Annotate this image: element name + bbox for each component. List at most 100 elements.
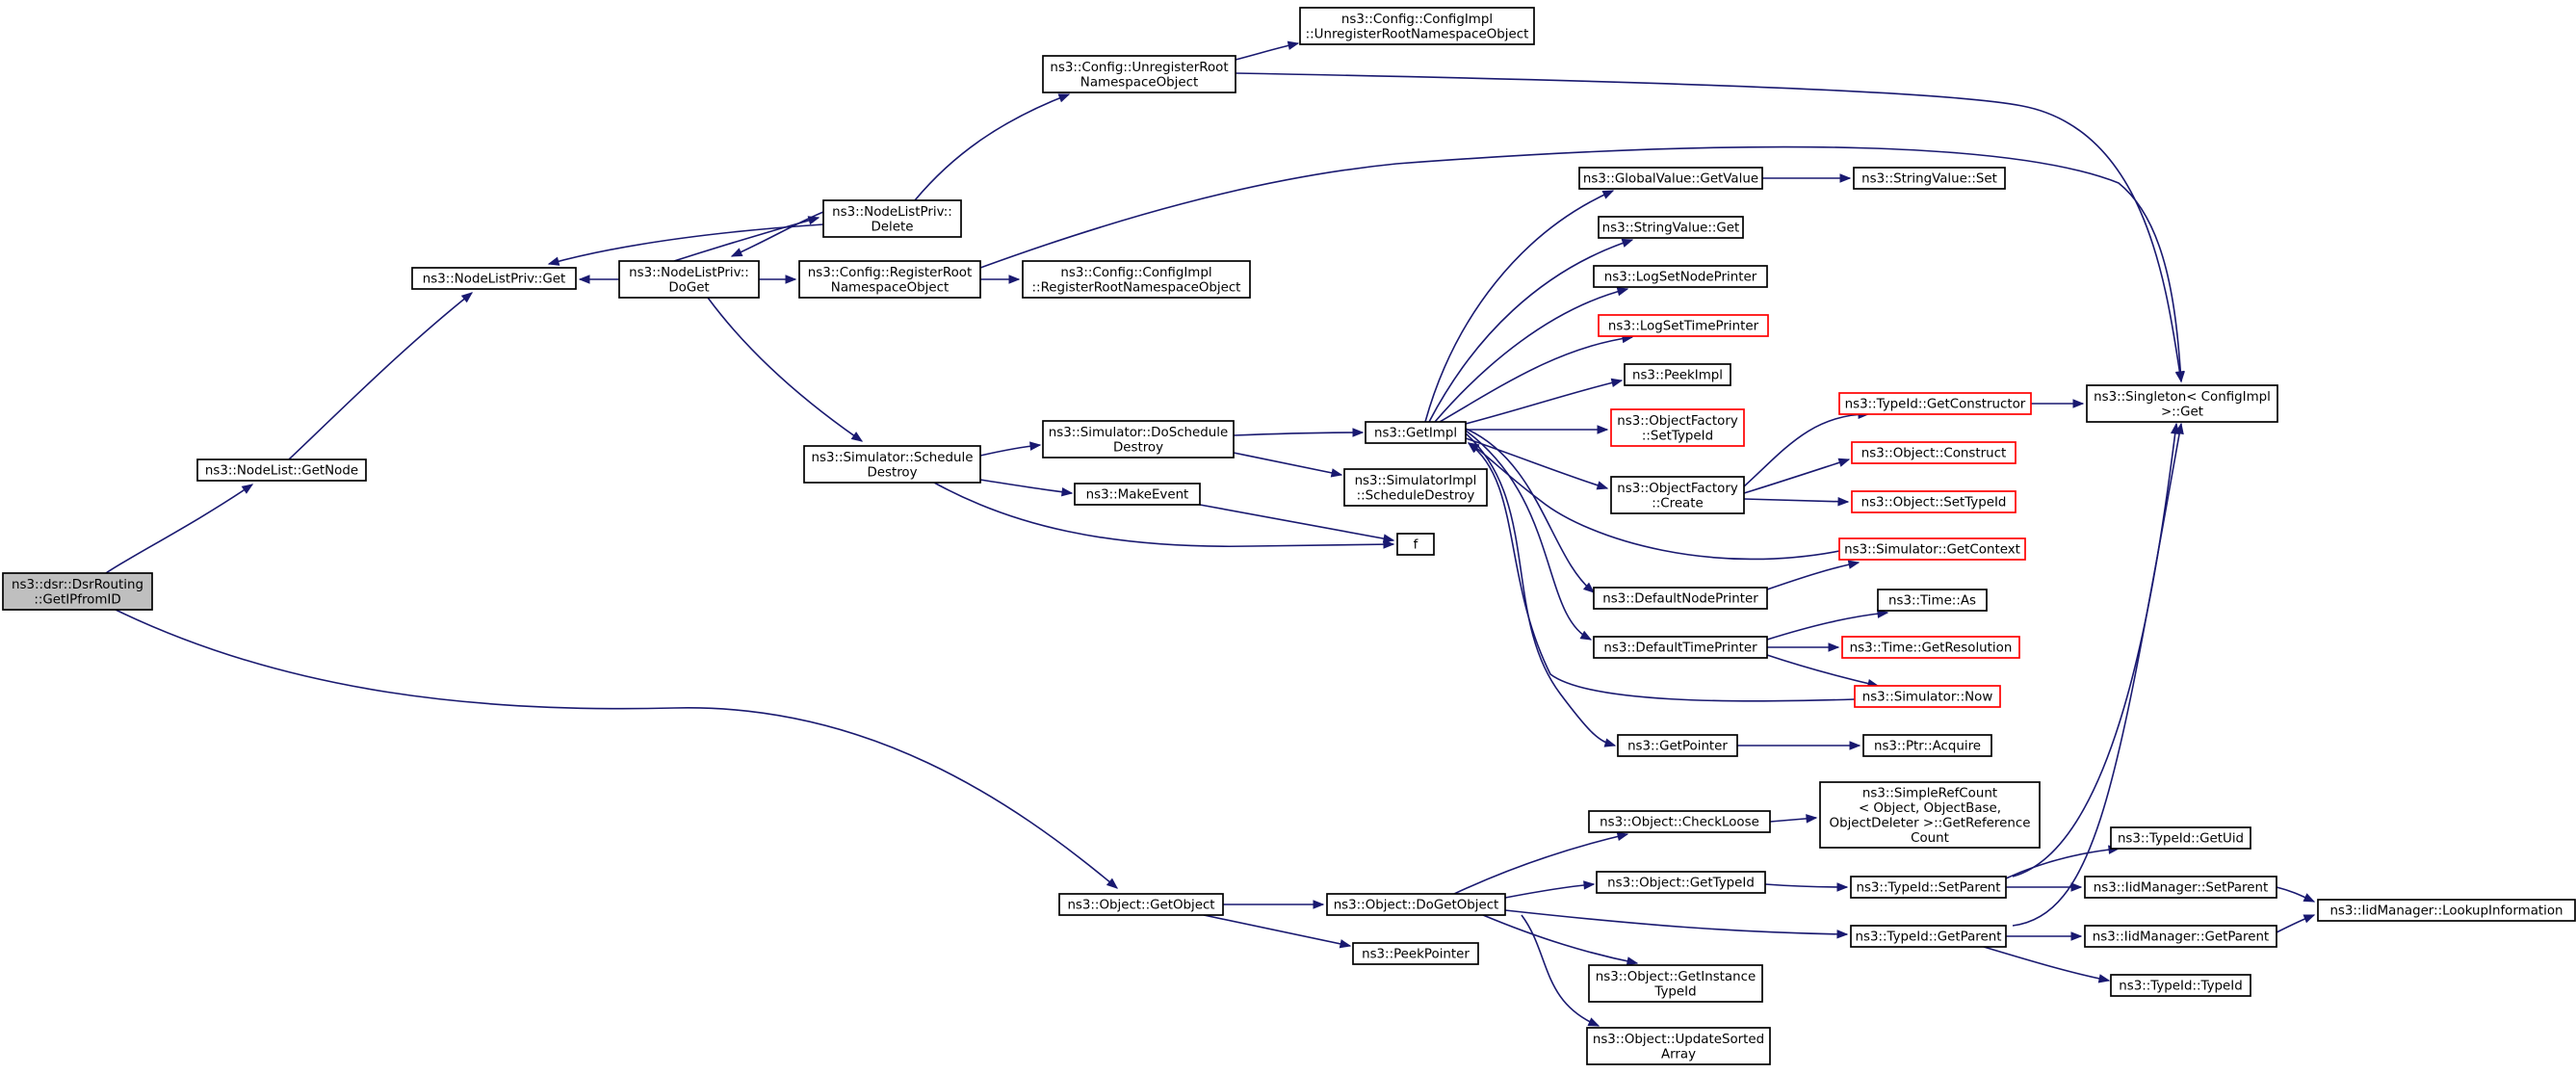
node-nodelistpriv-doget[interactable]: ns3::NodeListPriv::DoGet [618,260,760,299]
node-box [1862,734,1992,757]
node-box [1854,685,2001,708]
arrowhead [1836,882,1849,892]
node-typeid-getconstructor[interactable]: ns3::TypeId::GetConstructor [1838,392,2032,415]
node-typeid-typeid[interactable]: ns3::TypeId::TypeId [2110,974,2251,997]
node-nodelist-getnode[interactable]: ns3::NodeList::GetNode [196,458,367,482]
node-typeid-getparent[interactable]: ns3::TypeId::GetParent [1850,925,2007,948]
edge-simulator_scheduledestroy-to-makeevent [979,479,1073,494]
node-objectfactory-settypeid[interactable]: ns3::ObjectFactory::SetTypeId [1610,408,1745,447]
node-label: ns3::Config::UnregisterRoot [1050,61,1228,75]
node-label: ns3::StringValue::Set [1861,172,1997,187]
node-simulator-now[interactable]: ns3::Simulator::Now [1854,685,2001,708]
node-config-register[interactable]: ns3::Config::RegisterRootNamespaceObject [798,260,981,299]
node-iidmanager-lookupinformation[interactable]: ns3::IidManager::LookupInformation [2317,899,2576,922]
edge-nodelist_getnode-to-nodelistpriv_get [288,292,473,460]
node-defaulttimeprinter[interactable]: ns3::DefaultTimePrinter [1593,636,1768,659]
node-box [798,260,981,299]
node-stringvalue-get[interactable]: ns3::StringValue::Get [1598,216,1744,239]
node-object-dogetobject[interactable]: ns3::Object::DoGetObject [1326,893,1506,916]
node-label: ns3::IidManager::LookupInformation [2329,904,2563,919]
node-typeid-getuid[interactable]: ns3::TypeId::GetUid [2110,826,2251,850]
node-box [2084,925,2277,948]
arrowhead [1008,275,1021,284]
node-nodelistpriv-get[interactable]: ns3::NodeListPriv::Get [411,267,577,290]
arrowhead [1583,880,1596,890]
node-label: ns3::NodeListPriv::Get [423,273,566,287]
node-label: ns3::DefaultTimePrinter [1603,642,1757,656]
node-box [1624,363,1731,386]
node-object-checkloose[interactable]: ns3::Object::CheckLoose [1588,810,1771,833]
arrowhead [2303,893,2316,903]
node-label: ::UnregisterRootNamespaceObject [1306,27,1529,41]
node-label: Destroy [1113,440,1163,455]
node-box [1819,781,2041,849]
node-peekimpl[interactable]: ns3::PeekImpl [1624,363,1731,386]
node-iidmanager-setparent[interactable]: ns3::IidManager::SetParent [2084,876,2277,899]
node-label: ::RegisterRootNamespaceObject [1032,280,1241,295]
node-box [2086,384,2278,423]
node-singleton-get[interactable]: ns3::Singleton< ConfigImpl >::Get [2086,384,2278,423]
node-label: ns3::Object::GetObject [1067,899,1214,913]
node-getimpl[interactable]: ns3::GetImpl [1365,421,1467,444]
node-dsr-getipfromid[interactable]: ns3::dsr::DsrRouting::GetIPfromID [2,572,153,611]
node-configimpl-unregister[interactable]: ns3::Config::ConfigImpl::UnregisterRootN… [1299,7,1535,45]
node-time-getresolution[interactable]: ns3::Time::GetResolution [1841,636,2020,659]
node-simulatorimpl-scheduledestroy[interactable]: ns3::SimulatorImpl::ScheduleDestroy [1343,468,1488,507]
node-time-as[interactable]: ns3::Time::As [1877,589,1988,612]
node-label: ns3::GetPointer [1627,740,1728,754]
node-object-construct[interactable]: ns3::Object::Construct [1851,441,2017,464]
node-f[interactable]: f [1396,533,1435,556]
node-simulator-scheduledestroy[interactable]: ns3::Simulator::ScheduleDestroy [803,445,981,484]
arrowhead [241,484,254,494]
node-box [1851,441,2017,464]
node-makeevent[interactable]: ns3::MakeEvent [1074,483,1201,506]
node-box [1850,876,2007,899]
node-box [2317,899,2576,922]
arrowhead [1467,442,1480,454]
node-label: ns3::ObjectFactory [1617,414,1738,429]
edge-typeid_setparent-to-typeid_getuid [2005,848,2120,879]
edge-getimpl-to-stringvalue_get [1428,239,1633,423]
node-object-getobject[interactable]: ns3::Object::GetObject [1058,893,1224,916]
node-label: ns3::ObjectFactory [1617,482,1738,496]
arrowhead [1313,900,1325,909]
node-iidmanager-getparent[interactable]: ns3::IidManager::GetParent [2084,925,2277,948]
node-box [822,199,962,238]
arrowhead [2070,882,2083,892]
edge-getimpl-to-objectfactory_create [1465,437,1608,489]
node-typeid-setparent[interactable]: ns3::TypeId::SetParent [1850,876,2007,899]
node-box [1396,533,1435,556]
arrowhead [1806,814,1818,824]
edge-objectfactory_create-to-object_construct [1743,458,1850,494]
node-object-gettypeid[interactable]: ns3::Object::GetTypeId [1596,871,1766,894]
node-simplerefcount[interactable]: ns3::SimpleRefCount< Object, ObjectBase,… [1819,781,2041,849]
node-object-settypeid[interactable]: ns3::Object::SetTypeId [1851,490,2017,513]
node-getpointer[interactable]: ns3::GetPointer [1617,734,1738,757]
edge-object_getobject-to-peekpointer [1203,914,1351,947]
arrowhead [2070,931,2083,941]
node-globalvalue-getvalue[interactable]: ns3::GlobalValue::GetValue [1578,167,1763,190]
node-box [1851,490,2017,513]
node-label: ns3::MakeEvent [1086,488,1189,503]
node-logsetnodeprinter[interactable]: ns3::LogSetNodePrinter [1593,265,1768,288]
edge-object_dogetobject-to-object_getinstancetypeid [1482,914,1638,964]
node-box [1596,871,1766,894]
node-objectfactory-create[interactable]: ns3::ObjectFactory::Create [1610,476,1745,514]
node-configimpl-register[interactable]: ns3::Config::ConfigImpl::RegisterRootNam… [1022,260,1251,299]
node-simulator-getcontext[interactable]: ns3::Simulator::GetContext [1838,537,2026,561]
node-stringvalue-set[interactable]: ns3::StringValue::Set [1853,167,2006,190]
node-label: ns3::Object::GetTypeId [1607,877,1755,891]
node-logsettimeprinter[interactable]: ns3::LogSetTimePrinter [1598,314,1769,337]
node-defaultnodeprinter[interactable]: ns3::DefaultNodePrinter [1593,587,1768,610]
node-ptr-acquire[interactable]: ns3::Ptr::Acquire [1862,734,1992,757]
node-box [1058,893,1224,916]
node-nodelistpriv-delete[interactable]: ns3::NodeListPriv::Delete [822,199,962,238]
arrowhead [1383,539,1395,549]
node-config-unregister[interactable]: ns3::Config::UnregisterRootNamespaceObje… [1042,55,1236,93]
node-peekpointer[interactable]: ns3::PeekPointer [1352,942,1479,965]
arrowhead [2097,974,2111,983]
